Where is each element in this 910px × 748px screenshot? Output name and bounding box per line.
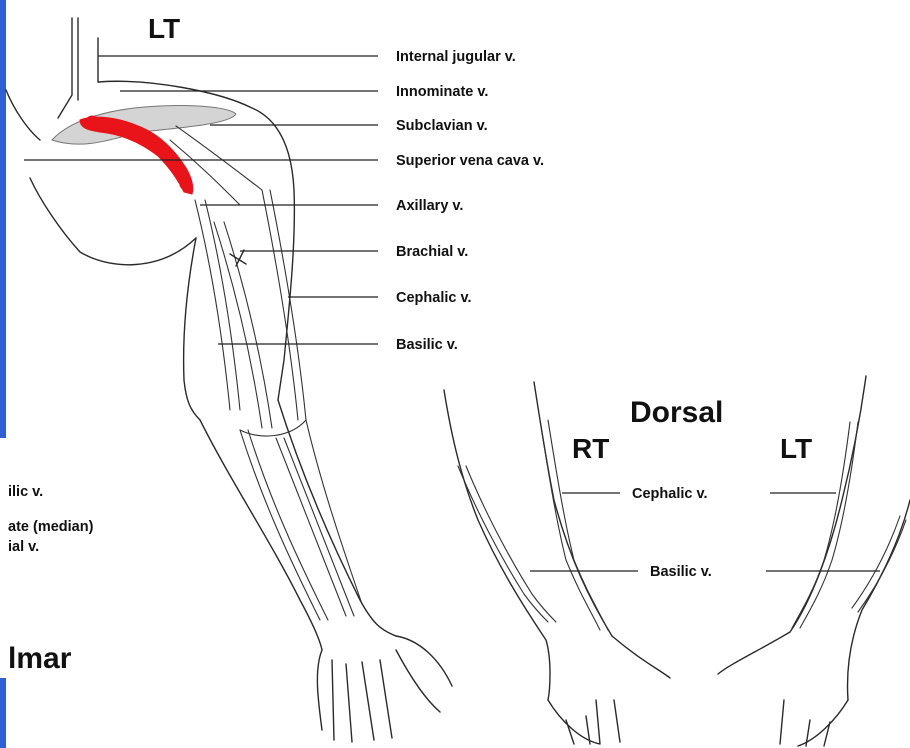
forearm-outline-outer bbox=[278, 400, 396, 636]
inner-arm-upper-outline bbox=[184, 238, 200, 420]
main-arm-leader-lines bbox=[24, 56, 378, 344]
forearm-cephalic-vein bbox=[306, 420, 362, 604]
dorsal-lt-outline-outer bbox=[848, 500, 910, 700]
dorsal-title: Dorsal bbox=[630, 396, 723, 429]
label-axillary: Axillary v. bbox=[396, 198, 463, 214]
dorsal-lt-hand-outline bbox=[718, 632, 848, 746]
chest-curve-upper bbox=[6, 90, 40, 140]
palmar-label-cephalic: ial v. bbox=[8, 539, 39, 555]
forearm-outline-inner bbox=[200, 420, 322, 650]
dorsal-rt-outline-inner bbox=[534, 382, 612, 636]
dorsal-right-arm-drawing bbox=[444, 382, 670, 744]
dorsal-lt-label: LT bbox=[780, 433, 812, 464]
median-cubital-vein bbox=[240, 420, 306, 436]
dorsal-cephalic-label: Cephalic v. bbox=[632, 486, 707, 502]
palmar-title: lmar bbox=[8, 642, 72, 675]
forearm-basilic-vein-a bbox=[240, 430, 320, 620]
brachial-vein-b bbox=[224, 222, 272, 428]
dorsal-rt-outline-outer bbox=[444, 390, 550, 700]
left-hand-outline bbox=[317, 636, 452, 742]
basilic-vein-upper-b bbox=[205, 200, 240, 410]
label-subclavian: Subclavian v. bbox=[396, 118, 488, 134]
main-arm-drawing bbox=[6, 18, 452, 742]
dorsal-lt-outline-inner bbox=[790, 376, 866, 632]
label-basilic: Basilic v. bbox=[396, 337, 458, 353]
label-brachial: Brachial v. bbox=[396, 244, 468, 260]
dorsal-rt-hand-outline bbox=[548, 636, 670, 744]
brachial-vein-a bbox=[214, 222, 262, 428]
dorsal-leader-lines bbox=[530, 493, 880, 571]
main-arm-side-label: LT bbox=[148, 13, 180, 44]
palmar-label-median: ate (median) bbox=[8, 519, 94, 535]
main-arm-labels: Internal jugular v. Innominate v. Subcla… bbox=[396, 49, 544, 353]
forearm-median-vein-a bbox=[276, 438, 346, 616]
neck-outline-left bbox=[58, 18, 72, 118]
dorsal-rt-basilic-b bbox=[466, 466, 556, 622]
dorsal-basilic-label: Basilic v. bbox=[650, 564, 712, 580]
cephalic-vein-upper-b bbox=[270, 190, 306, 420]
brachial-crossing-mark bbox=[230, 250, 246, 266]
label-superior-vena-cava: Superior vena cava v. bbox=[396, 153, 544, 169]
label-internal-jugular: Internal jugular v. bbox=[396, 49, 516, 65]
palmar-label-basilic: ilic v. bbox=[8, 484, 43, 500]
label-cephalic: Cephalic v. bbox=[396, 290, 471, 306]
breast-outline bbox=[30, 178, 196, 265]
label-innominate: Innominate v. bbox=[396, 84, 488, 100]
dorsal-rt-label: RT bbox=[572, 433, 609, 464]
dorsal-left-arm-drawing bbox=[718, 376, 910, 746]
dorsal-lt-basilic-b bbox=[852, 516, 900, 608]
